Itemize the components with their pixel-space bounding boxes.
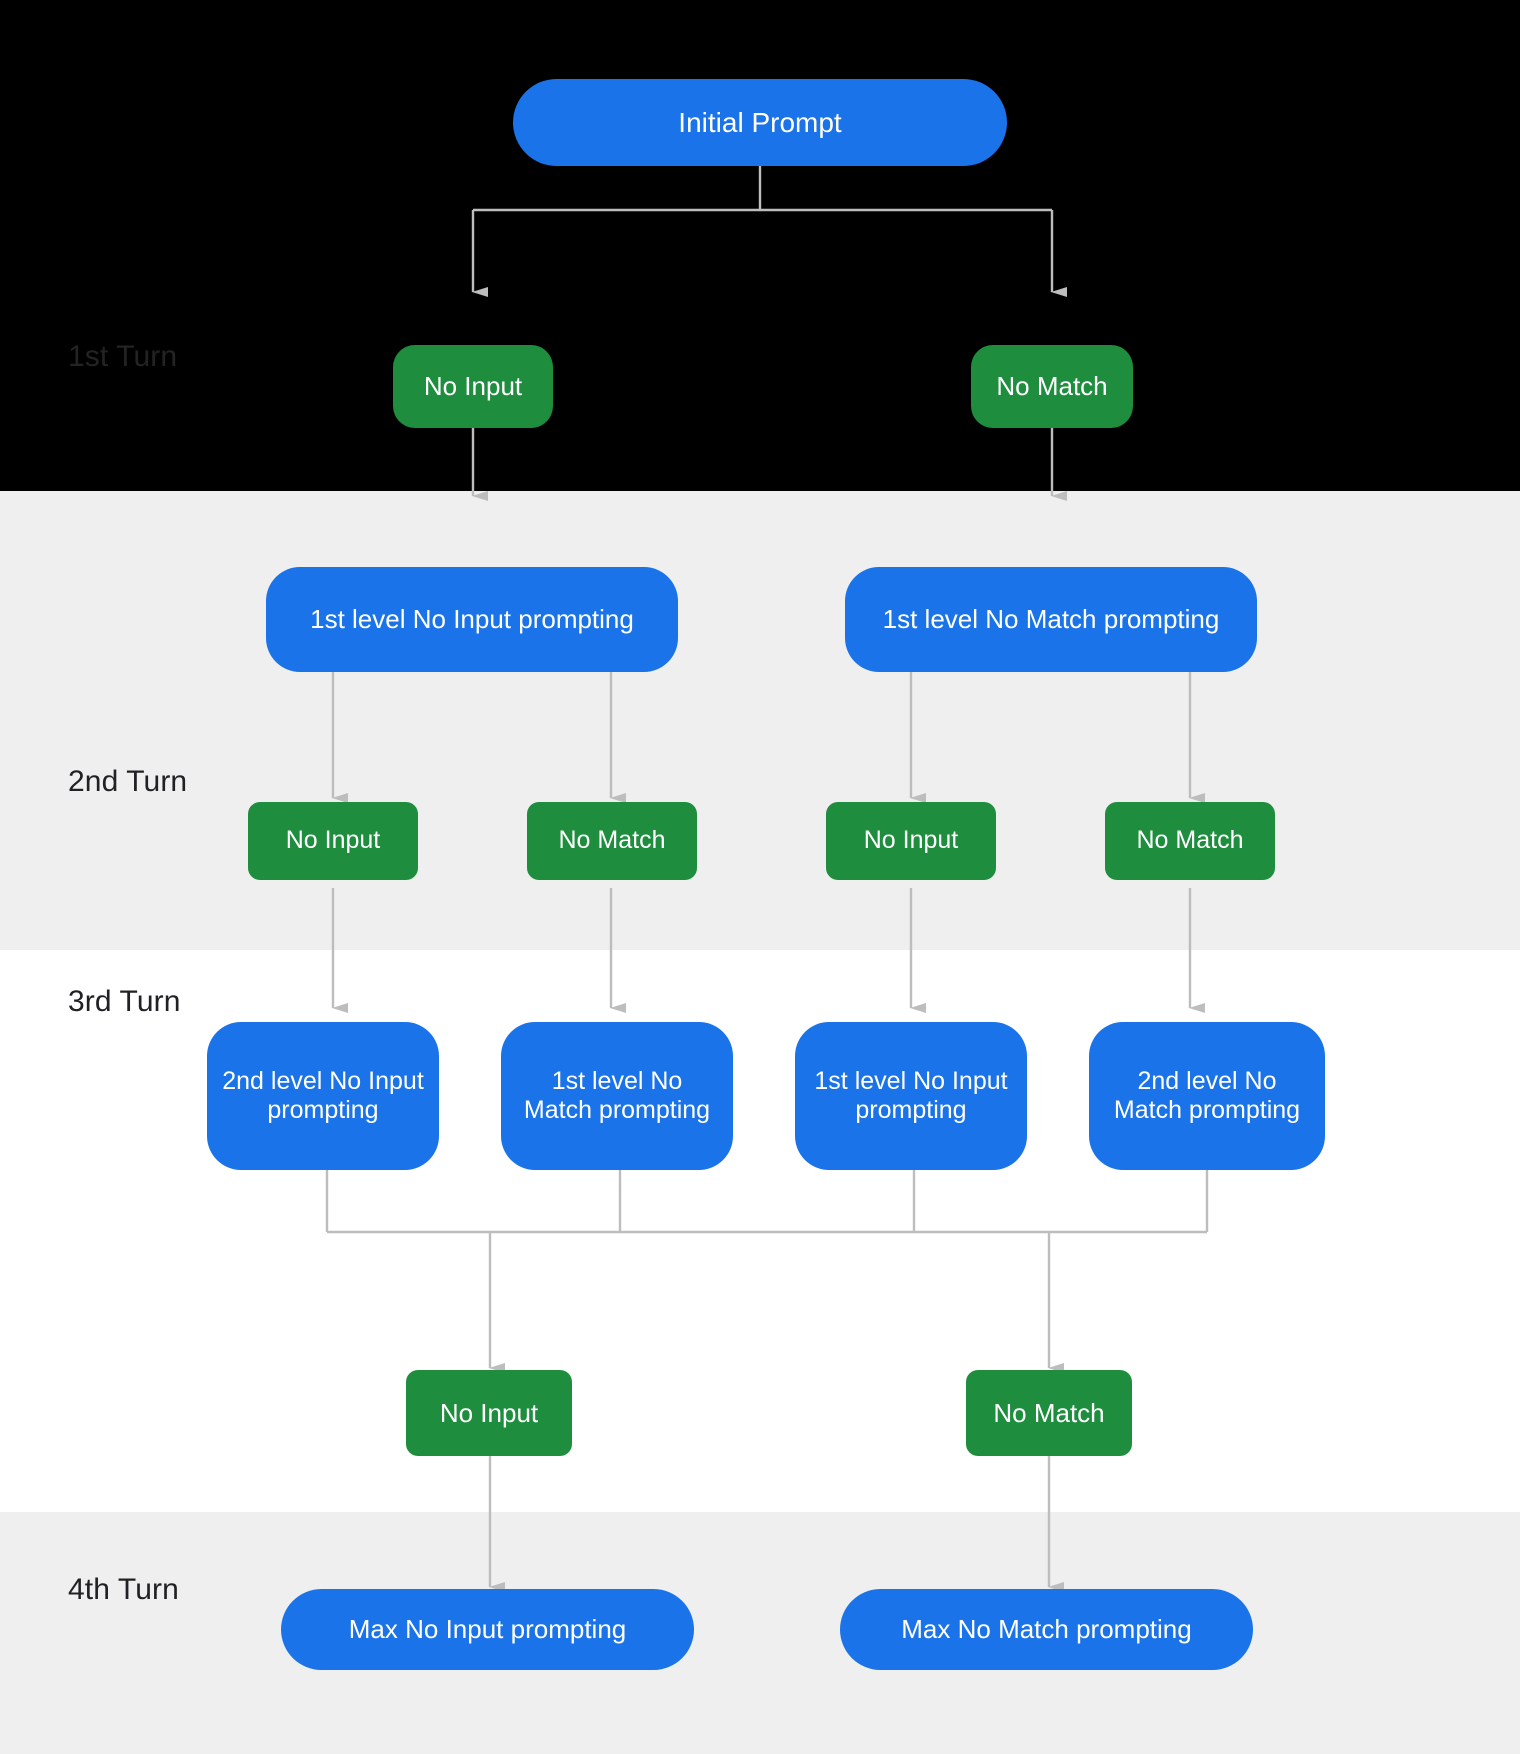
node-t4-max-no-input[interactable]: Max No Input prompting	[281, 1589, 694, 1670]
node-t1-no-input[interactable]: No Input	[393, 345, 553, 428]
node-t1-no-match[interactable]: No Match	[971, 345, 1133, 428]
node-initial-prompt[interactable]: Initial Prompt	[513, 79, 1007, 166]
node-label: No Input	[439, 1397, 539, 1428]
node-t3-second-level-no-match[interactable]: 2nd level No Match prompting	[1089, 1022, 1325, 1170]
node-t2-no-input-a[interactable]: No Input	[248, 802, 418, 880]
node-t2-no-input-b[interactable]: No Input	[826, 802, 996, 880]
node-label: No Match	[996, 371, 1108, 402]
turn-label-4th-turn: 4th Turn	[68, 1573, 179, 1606]
node-label: No Input	[285, 826, 381, 855]
node-t4-max-no-match[interactable]: Max No Match prompting	[840, 1589, 1253, 1670]
node-t3-first-level-no-match[interactable]: 1st level No Match prompting	[501, 1022, 733, 1170]
band-1st-turn	[0, 0, 1520, 491]
node-label: No Match	[1136, 826, 1244, 855]
node-t2-no-match-b[interactable]: No Match	[1105, 802, 1275, 880]
turn-label-1st-turn: 1st Turn	[68, 340, 178, 373]
node-label: Max No Input prompting	[348, 1614, 627, 1645]
node-label: No Input	[863, 826, 959, 855]
node-t2-first-level-no-match[interactable]: 1st level No Match prompting	[845, 567, 1257, 672]
node-label: Initial Prompt	[678, 106, 842, 138]
band-2nd-turn	[0, 491, 1520, 950]
turn-label-3rd-turn: 3rd Turn	[68, 985, 181, 1018]
turn-label-2nd-turn: 2nd Turn	[68, 765, 188, 798]
node-label: Max No Match prompting	[901, 1614, 1192, 1645]
band-4th-turn	[0, 1512, 1520, 1754]
node-label: 1st level No Input prompting	[814, 1066, 1008, 1125]
node-label: 2nd level No Input prompting	[222, 1066, 424, 1125]
node-t2-first-level-no-input[interactable]: 1st level No Input prompting	[266, 567, 678, 672]
node-label: 1st level No Input prompting	[310, 604, 634, 635]
node-label: 1st level No Match prompting	[523, 1066, 711, 1125]
node-label: 1st level No Match prompting	[882, 604, 1220, 635]
node-t2-no-match-a[interactable]: No Match	[527, 802, 697, 880]
node-label: No Match	[993, 1397, 1105, 1428]
node-label: No Match	[558, 826, 666, 855]
node-label: 2nd level No Match prompting	[1113, 1066, 1301, 1125]
node-t3-first-level-no-input[interactable]: 1st level No Input prompting	[795, 1022, 1027, 1170]
node-t3-no-input[interactable]: No Input	[406, 1370, 572, 1456]
node-label: No Input	[423, 371, 523, 402]
node-t3-second-level-no-input[interactable]: 2nd level No Input prompting	[207, 1022, 439, 1170]
node-t3-no-match[interactable]: No Match	[966, 1370, 1132, 1456]
